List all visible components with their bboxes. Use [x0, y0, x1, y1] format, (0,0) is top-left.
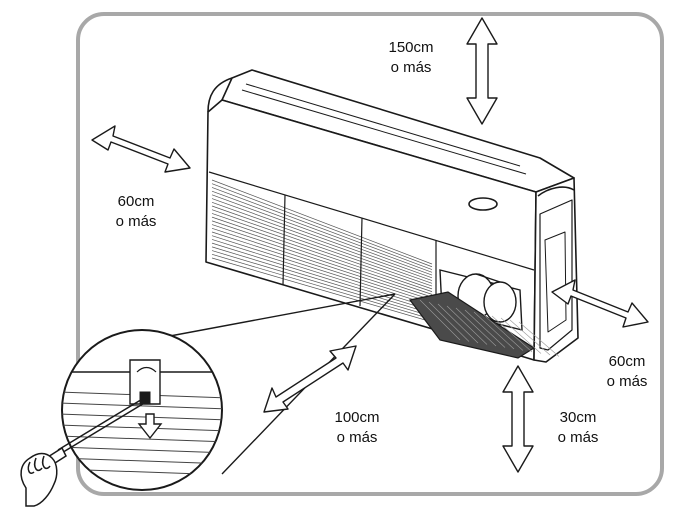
air-inlet-grille	[211, 179, 433, 323]
distance-text: 60cm	[117, 193, 155, 210]
double-arrow-icon	[91, 125, 191, 173]
clearance-label-left: 60cm o más	[108, 192, 164, 232]
zoom-circle	[61, 329, 223, 491]
filter-panel	[408, 291, 536, 359]
distance-text: 150cm	[388, 39, 434, 56]
callout-line	[169, 293, 396, 337]
clearance-label-top: 150cm o más	[380, 38, 442, 78]
distance-text: 60cm	[608, 353, 646, 370]
filter-mesh	[419, 299, 560, 357]
qualifier-text: o más	[336, 429, 378, 446]
distance-text: 100cm	[334, 409, 380, 426]
double-arrow-icon	[263, 345, 357, 413]
double-arrow-icon	[551, 279, 649, 328]
clearance-label-floor: 30cm o más	[550, 408, 606, 448]
double-arrow-icon	[466, 17, 498, 125]
double-arrow-icon	[502, 365, 534, 473]
down-arrow-icon	[137, 413, 163, 440]
qualifier-text: o más	[390, 59, 432, 76]
zoom-detail	[62, 359, 222, 476]
qualifier-text: o más	[115, 213, 157, 230]
clearance-label-front: 100cm o más	[326, 408, 388, 448]
clearance-label-right: 60cm o más	[596, 352, 658, 392]
distance-text: 30cm	[559, 409, 597, 426]
qualifier-text: o más	[606, 373, 648, 390]
hand-icon	[20, 452, 58, 507]
qualifier-text: o más	[557, 429, 599, 446]
